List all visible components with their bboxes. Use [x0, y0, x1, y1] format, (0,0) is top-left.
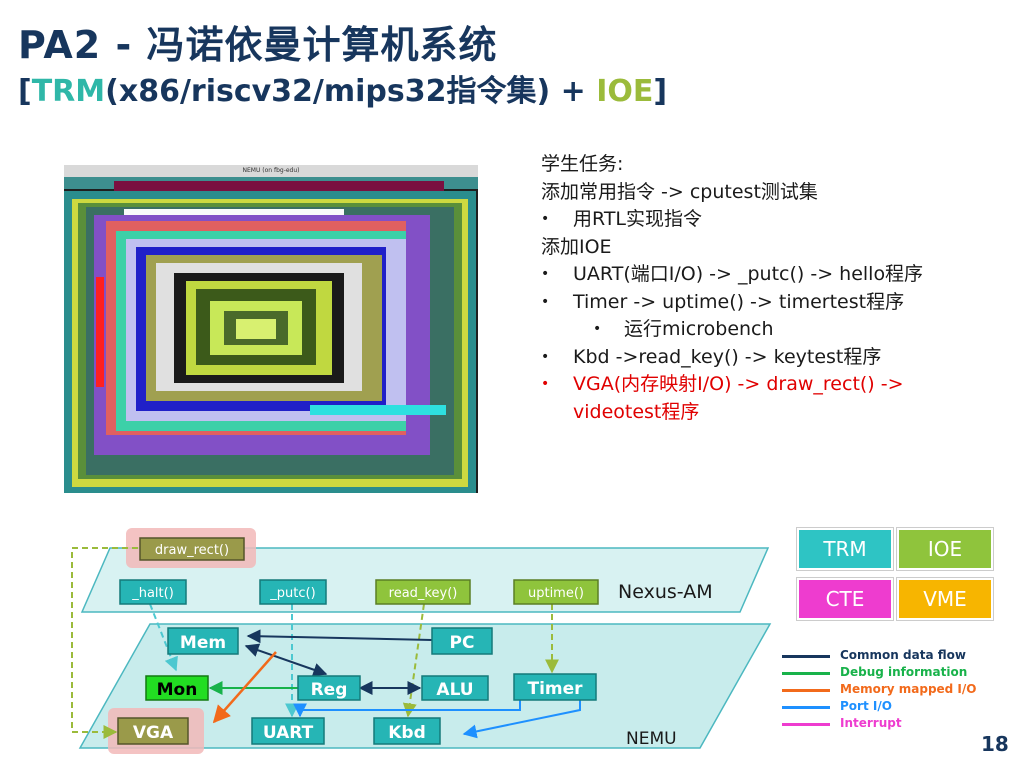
reg-label: Reg [311, 680, 348, 700]
uptime-label: uptime() [528, 586, 584, 601]
task-subitem: • UART(端口I/O) -> _putc() -> hello程序 [541, 261, 1011, 289]
am-halt-block: _halt() [119, 579, 187, 605]
task-subsubitem-text: 运行microbench [624, 318, 774, 340]
halt-to-mon-arrow [149, 603, 178, 672]
bullet-icon: • [541, 266, 550, 282]
bullet-icon: • [541, 376, 550, 392]
nemu-mem-block: Mem [167, 627, 239, 655]
read-key-to-kbd-arrow [402, 603, 425, 718]
am-draw-rect-block: draw_rect() [139, 537, 245, 561]
task-subitem-text: Kbd ->read_key() -> keytest程序 [573, 345, 882, 368]
nemu-vga-block: VGA [117, 717, 189, 745]
slide-subtitle: [TRM(x86/riscv32/mips32指令集) + IOE] [18, 66, 667, 110]
architecture-diagram: draw_rect() _halt() _putc() read_key() u… [71, 528, 772, 754]
legend-line-label: Debug information [840, 665, 968, 679]
bullet-icon: • [541, 348, 550, 365]
legend-line-label: Port I/O [840, 699, 892, 713]
slide-title: PA2 - 冯诺依曼计算机系统 [18, 23, 498, 67]
subtitle-bracket-close: ] [653, 74, 668, 109]
legend-swatch [782, 655, 830, 658]
nemu-uart-block: UART [251, 717, 325, 745]
am-putc-block: _putc() [259, 579, 327, 605]
legend-swatch [782, 723, 830, 726]
pc-label: PC [450, 633, 475, 653]
nemu-pc-block: PC [431, 627, 493, 655]
timer-to-kbd-arrow [462, 700, 581, 739]
legend-line-label: Common data flow [840, 648, 966, 662]
pc-to-mem-arrow [246, 629, 433, 644]
mem-label: Mem [180, 633, 226, 653]
bullet-icon: • [541, 211, 550, 227]
task-list: 学生任务: 添加常用指令 -> cputest测试集 • 用RTL实现指令 添加I… [541, 151, 1011, 426]
nemu-kbd-block: Kbd [373, 717, 441, 745]
mon-label: Mon [157, 680, 198, 700]
legend-swatch [782, 706, 830, 709]
nemu-alu-block: ALU [421, 675, 489, 701]
videotest-screenshot: NEMU (on fbg-edu) [64, 165, 478, 493]
page-number: 18 [981, 732, 1009, 756]
uart-label: UART [263, 723, 314, 743]
nemu-mon-block: Mon [145, 675, 209, 701]
legend-swatch [782, 672, 830, 675]
alu-label: ALU [436, 680, 473, 700]
legend-box-vme: VME [897, 578, 993, 620]
mem-reg-arrow [244, 643, 328, 677]
videotest-image [64, 177, 478, 493]
nemu-timer-block: Timer [513, 673, 597, 701]
timer-label: Timer [527, 679, 583, 699]
task-subsubitem: • 运行microbench [541, 316, 1011, 344]
nexus-am-label: Nexus-AM [618, 581, 713, 603]
timer-to-uart-arrow [293, 700, 521, 718]
mem-to-vga-arrow [212, 651, 277, 724]
subtitle-bracket-open: [ [18, 74, 32, 109]
legend-line-label: Interrupt [840, 716, 902, 730]
task-subitem-text: VGA(内存映射I/O) -> draw_rect() -> [573, 373, 904, 395]
legend-box-ioe: IOE [897, 528, 993, 570]
legend-swatch [782, 689, 830, 692]
legend-line-label: Memory mapped I/O [840, 682, 977, 696]
task-subitem-text: UART(端口I/O) -> _putc() -> hello程序 [573, 263, 924, 285]
legend-box-trm: TRM [797, 528, 893, 570]
task-subitem: • 用RTL实现指令 [541, 206, 1011, 234]
task-subitem: • Timer -> uptime() -> timertest程序 [541, 289, 1011, 317]
bullet-icon: • [593, 321, 602, 337]
task-item: 添加IOE [541, 235, 612, 258]
read-key-label: read_key() [389, 586, 458, 601]
subtitle-trm: TRM [31, 74, 106, 109]
am-uptime-block: uptime() [513, 579, 599, 605]
subtitle-middle: (x86/riscv32/mips32指令集) + [105, 74, 597, 109]
legend-box-cte: CTE [797, 578, 893, 620]
screenshot-window-title: NEMU (on fbg-edu) [64, 165, 478, 177]
subtitle-ioe: IOE [596, 74, 654, 109]
task-subitem: • Kbd ->read_key() -> keytest程序 [541, 344, 1011, 372]
task-subitem-highlight: • VGA(内存映射I/O) -> draw_rect() -> [541, 371, 1011, 399]
putc-label: _putc() [269, 586, 315, 601]
task-subitem-text: 用RTL实现指令 [573, 208, 703, 230]
vga-label: VGA [133, 723, 174, 743]
task-heading: 学生任务: [541, 153, 624, 175]
task-subitem-continued: videotest程序 [573, 400, 700, 423]
nemu-label: NEMU [626, 729, 677, 749]
bullet-icon: • [541, 293, 550, 310]
nemu-reg-block: Reg [297, 675, 361, 701]
am-read-key-block: read_key() [375, 579, 471, 605]
kbd-label: Kbd [388, 723, 426, 743]
halt-label: _halt() [131, 586, 174, 601]
draw-rect-to-vga-arrow [71, 547, 138, 739]
task-item: 添加常用指令 -> cputest测试集 [541, 180, 818, 203]
draw-rect-label: draw_rect() [155, 543, 229, 558]
task-subitem-text: Timer -> uptime() -> timertest程序 [573, 290, 905, 313]
